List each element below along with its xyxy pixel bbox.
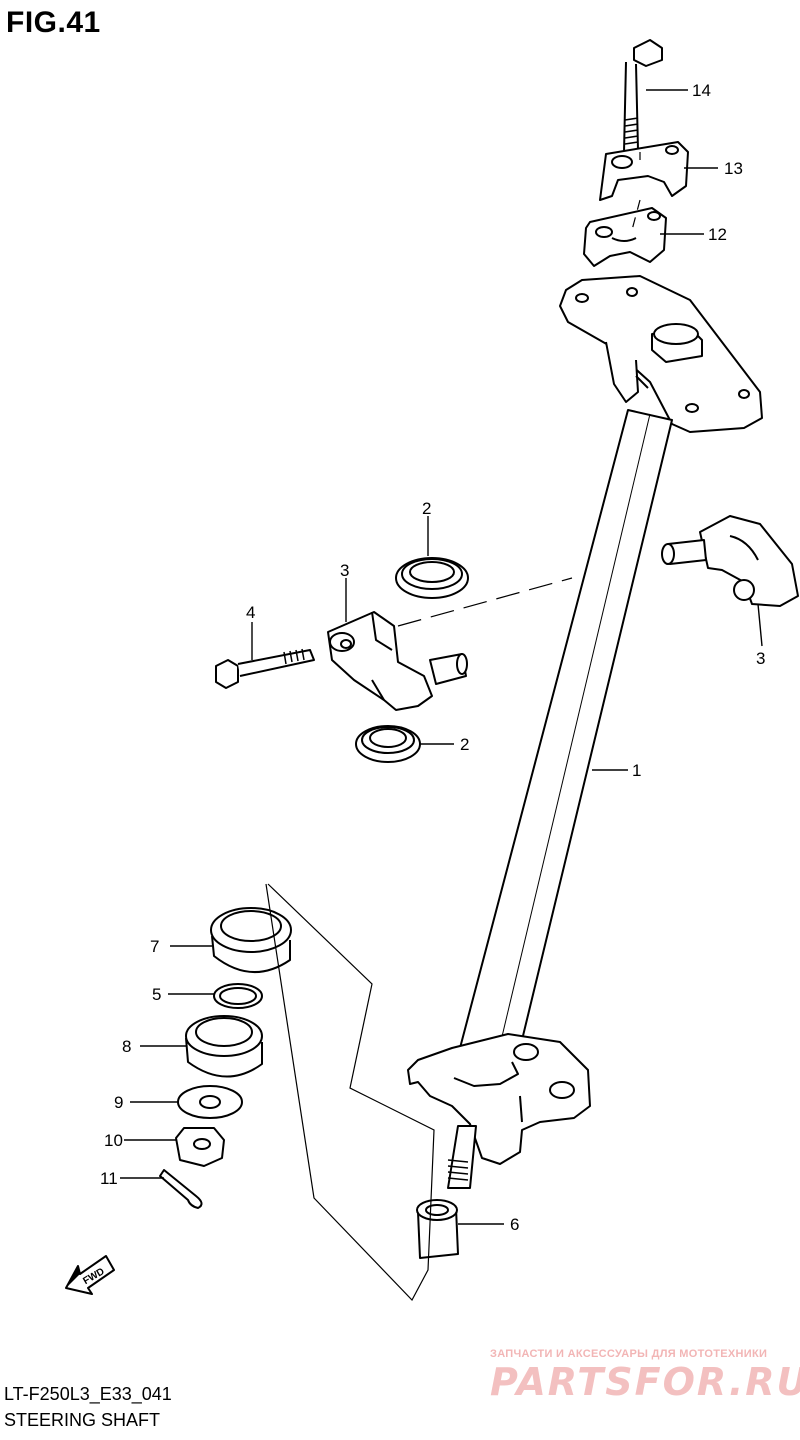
part-spindle [447, 1125, 477, 1189]
part-nut-10 [175, 1127, 225, 1167]
figure-code: LT-F250L3_E33_041 [4, 1384, 172, 1404]
watermark-brand: PARTSFOR.RU [490, 1360, 800, 1404]
part-seal-2-lower [355, 725, 421, 763]
callout-8: 8 [122, 1037, 131, 1056]
part-bolt-4 [215, 648, 315, 689]
part-bearing-8 [185, 1015, 263, 1078]
callout-10: 10 [104, 1131, 123, 1150]
fwd-arrow-icon: FWD [65, 1255, 115, 1295]
callout-14: 14 [692, 81, 711, 100]
assembly-lines [265, 152, 641, 1302]
watermark-tagline: ЗАПЧАСТИ И АКСЕССУАРЫ ДЛЯ МОТОТЕХНИКИ [490, 1348, 768, 1360]
part-clamp-13 [599, 141, 689, 201]
part-shaft-tube [459, 409, 673, 1049]
callout-labels: 14 13 12 2 3 4 3 2 1 7 5 8 9 10 11 6 [100, 81, 765, 1234]
callout-3-left: 3 [340, 561, 349, 580]
part-bracket-3-right [661, 515, 799, 607]
part-bolt-14 [623, 39, 663, 153]
callout-13: 13 [724, 159, 743, 178]
callout-1: 1 [632, 761, 641, 780]
part-steering-arm [407, 1033, 591, 1165]
leader-lines [120, 89, 763, 1225]
part-clamp-12 [583, 207, 667, 267]
callout-7: 7 [150, 937, 159, 956]
part-oring-5 [213, 983, 263, 1009]
callout-5: 5 [152, 985, 161, 1004]
callout-12: 12 [708, 225, 727, 244]
part-bracket-3-left [327, 611, 468, 711]
callout-6: 6 [510, 1215, 519, 1234]
part-bushing-6 [416, 1199, 459, 1259]
part-steering-bracket [559, 275, 763, 433]
figure-title: FIG.41 [6, 6, 101, 39]
callout-2-lower: 2 [460, 735, 469, 754]
part-seal-2-upper [395, 557, 469, 599]
figure-name: STEERING SHAFT [4, 1410, 161, 1430]
part-washer-9 [177, 1085, 243, 1119]
callout-9: 9 [114, 1093, 123, 1112]
part-cotter-pin-11 [159, 1169, 203, 1209]
callout-2-upper: 2 [422, 499, 431, 518]
part-bearing-7 [210, 907, 292, 973]
callout-11: 11 [100, 1169, 118, 1188]
callout-3-right: 3 [756, 649, 765, 668]
callout-4: 4 [246, 603, 255, 622]
